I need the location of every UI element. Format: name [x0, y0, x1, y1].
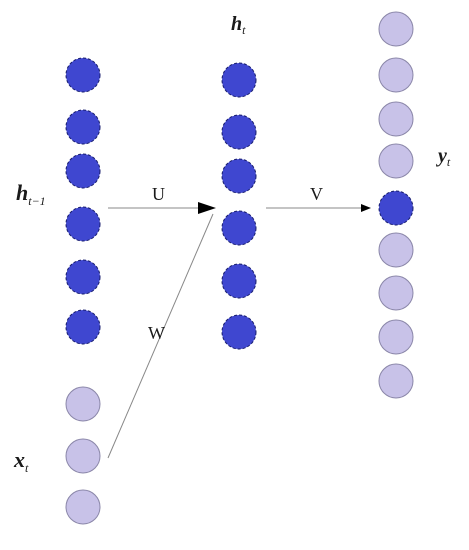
x-t-neuron: [65, 386, 101, 422]
y-t-neuron: [378, 101, 414, 137]
h-prev-neuron: [65, 309, 101, 345]
y-t-neuron: [378, 363, 414, 399]
h-t-label: ht: [231, 13, 246, 37]
h-t-neuron: [221, 210, 257, 246]
h-t-neuron: [221, 114, 257, 150]
weight-u-label: U: [152, 184, 165, 204]
u-arrowhead: [198, 202, 216, 214]
h-t-neuron: [221, 62, 257, 98]
h-prev-neuron: [65, 109, 101, 145]
h-t-column: [221, 62, 257, 350]
y-t-neuron: [378, 275, 414, 311]
h-prev-neuron: [65, 259, 101, 295]
x-t-neuron: [65, 489, 101, 525]
h-t-neuron: [221, 263, 257, 299]
y-t-neuron-active: [378, 190, 414, 226]
y-t-label: yt: [436, 145, 451, 169]
y-t-neuron: [378, 232, 414, 268]
x-t-neuron: [65, 438, 101, 474]
h-prev-neuron: [65, 206, 101, 242]
weight-v-label: V: [310, 184, 323, 204]
h-prev-neuron: [65, 153, 101, 189]
h-prev-label: ht−1: [16, 180, 46, 208]
x-t-column: [65, 386, 101, 525]
weight-w-label: W: [148, 323, 165, 343]
y-t-neuron: [378, 143, 414, 179]
h-t-neuron: [221, 314, 257, 350]
h-prev-neuron: [65, 57, 101, 93]
h-prev-column: [65, 57, 101, 345]
y-t-column: [378, 11, 414, 399]
y-t-neuron: [378, 319, 414, 355]
y-t-neuron: [378, 57, 414, 93]
y-t-neuron: [378, 11, 414, 47]
w-connection-line: [107, 213, 214, 459]
h-t-neuron: [221, 158, 257, 194]
x-t-label: xt: [13, 447, 29, 475]
